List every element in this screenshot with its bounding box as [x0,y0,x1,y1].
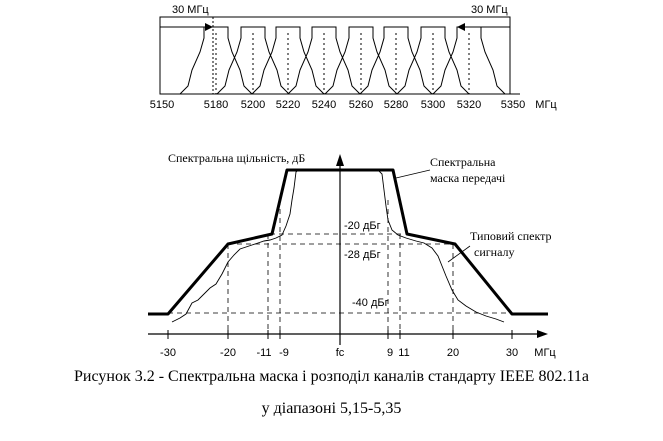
channel-spectrum [179,26,253,95]
left-guard-label: 30 МГц [172,4,209,16]
top-tick-label: 5200 [241,99,265,111]
typical-label-line2: сигналу [474,245,515,259]
top-tick-labels: 5150 5180 5200 5220 5240 5260 5280 5300 … [150,99,558,111]
level-label-minus28: -28 дБг [344,249,381,261]
y-axis-label: Спектральна щільність, дБ [168,151,305,165]
spectral-mask-diagram: Спектральна щільність, дБ Спектральна ма… [148,151,556,359]
top-tick-label: 5150 [150,99,174,111]
top-tick-label: 5350 [501,99,525,111]
top-tick-label: 5260 [349,99,373,111]
top-tick-label: 5180 [204,99,228,111]
top-tick-label: 5300 [421,99,445,111]
mask-x-unit-label: МГц [534,347,556,359]
mask-pointer-line [395,169,431,179]
mask-x-tick-label: -9 [279,347,289,359]
mask-x-tick-label: -20 [220,347,236,359]
left-guard-bracket [159,17,214,94]
mask-x-axis-arrow [537,330,548,338]
typical-label-line1: Типовий спектр [470,229,552,243]
mask-x-tick-label: 9 [387,347,393,359]
top-tick-label: 5320 [457,99,481,111]
channel-spectrum [359,26,433,95]
mask-x-tick-label: -30 [160,347,176,359]
level-label-minus40: -40 дБг [352,297,389,309]
channel-spectra [179,26,506,95]
mask-tick-marks [167,330,513,339]
mask-x-tick-label: -11 [256,347,271,359]
top-tick-label: 5220 [276,99,300,111]
channel-spectrum [251,26,325,95]
mask-label-line1: Спектральна [430,155,496,169]
figure-caption-line1: Рисунок 3.2 - Спектральна маска і розпод… [74,368,589,385]
channel-spectrum [324,26,398,95]
typical-spectrum-curve [171,169,505,323]
typical-pointer-line [447,245,471,263]
channel-spectrum [216,26,290,95]
right-guard-label: 30 МГц [471,4,508,16]
spectral-mask-curve [148,168,548,316]
channel-allocation-diagram: 30 МГц 30 МГц 5150 5180 5200 5220 5240 5… [150,4,558,111]
top-tick-label: 5280 [384,99,408,111]
figure-caption-line2: у діапазоні 5,15-5,35 [261,400,402,417]
mask-y-axis-arrow [336,154,344,166]
level-label-minus20: -20 дБг [344,220,381,232]
top-unit-label: МГц [535,99,557,111]
mask-reference-lines [168,200,512,334]
mask-label-line2: маска передачі [430,171,506,185]
top-tick-label: 5240 [312,99,336,111]
mask-x-tick-label: 20 [447,347,459,359]
mask-x-tick-label: fc [336,347,345,359]
mask-x-tick-label: 11 [398,347,409,359]
channel-spectrum [287,26,361,95]
channel-spectrum [396,26,470,95]
mask-x-tick-label: 30 [506,347,518,359]
right-guard-bracket [457,17,511,40]
